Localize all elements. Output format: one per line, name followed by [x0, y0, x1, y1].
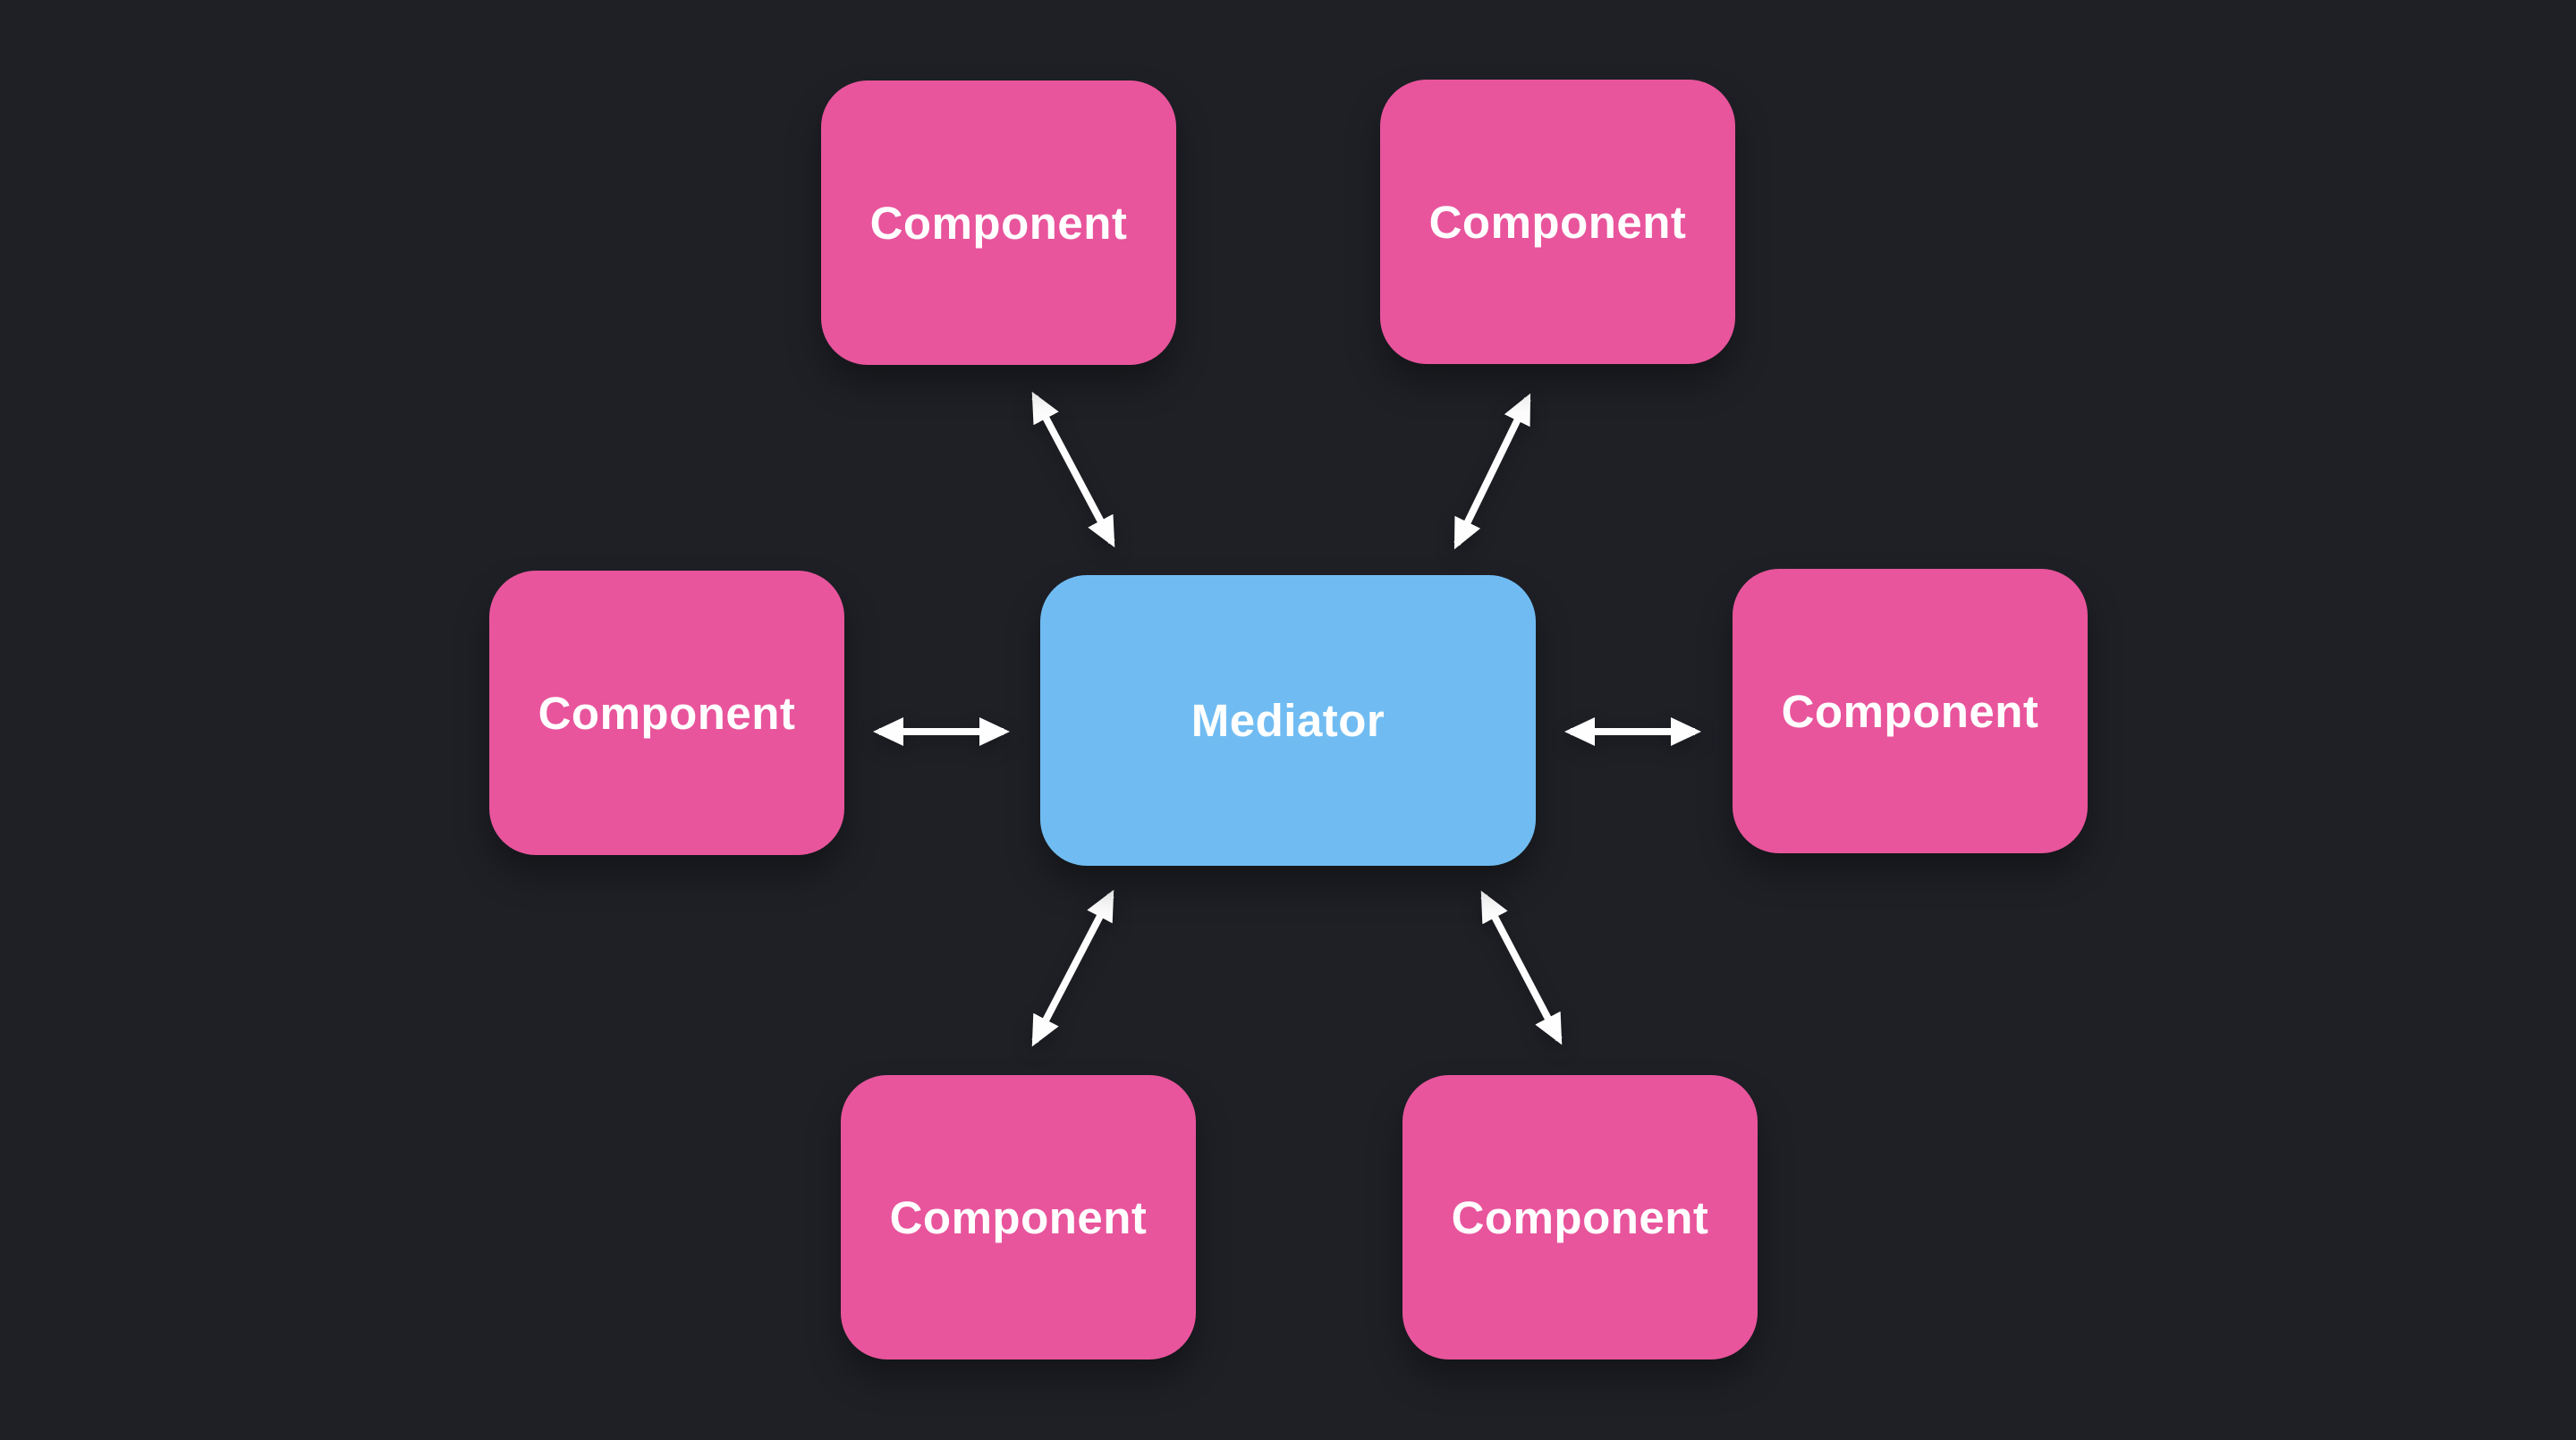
- arrow-mediator-component-top-right: [1453, 393, 1531, 550]
- node-component-bottom-left: Component: [841, 1075, 1196, 1360]
- arrow-mediator-component-bottom-left: [1031, 889, 1114, 1047]
- arrow-mediator-component-bottom-right: [1480, 890, 1563, 1046]
- node-label: Component: [1781, 685, 2039, 737]
- node-label: Component: [1428, 196, 1687, 248]
- node-label: Mediator: [1191, 695, 1385, 746]
- node-label: Component: [869, 197, 1128, 249]
- node-mediator: Mediator: [1040, 575, 1536, 866]
- node-component-right: Component: [1733, 569, 2088, 853]
- node-component-left: Component: [489, 571, 844, 855]
- node-label: Component: [538, 687, 796, 739]
- node-label: Component: [889, 1191, 1148, 1243]
- arrow-mediator-component-top-left: [1031, 391, 1115, 548]
- node-component-bottom-right: Component: [1402, 1075, 1758, 1360]
- node-component-top-left: Component: [821, 80, 1176, 365]
- node-label: Component: [1451, 1191, 1709, 1243]
- node-component-top-right: Component: [1380, 80, 1735, 364]
